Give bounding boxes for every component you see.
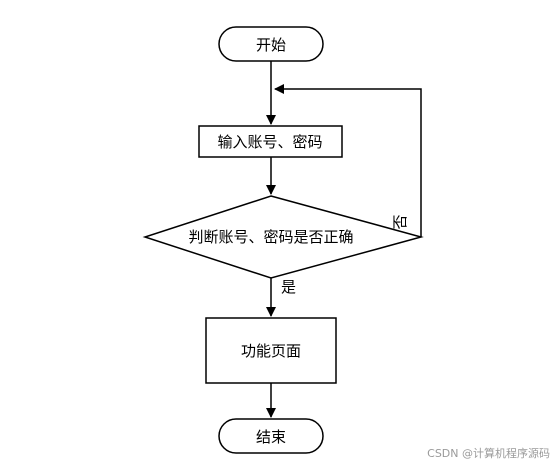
input-process-node: 输入账号、密码 [198,125,343,158]
decision-node: 判断账号、密码是否正确 [142,195,424,279]
watermark-text: CSDN @计算机程序源码 [427,447,550,460]
start-label: 开始 [256,36,286,54]
end-node: 结束 [218,418,324,454]
arrow-no-loop [274,84,422,237]
end-label: 结束 [256,428,286,446]
input-label: 输入账号、密码 [217,133,322,151]
function-page-node: 功能页面 [205,317,337,384]
decision-label: 判断账号、密码是否正确 [188,228,353,246]
start-node: 开始 [218,26,324,62]
yes-label: 是 [281,278,296,296]
function-label: 功能页面 [241,342,301,360]
no-label: 否 [391,214,409,229]
